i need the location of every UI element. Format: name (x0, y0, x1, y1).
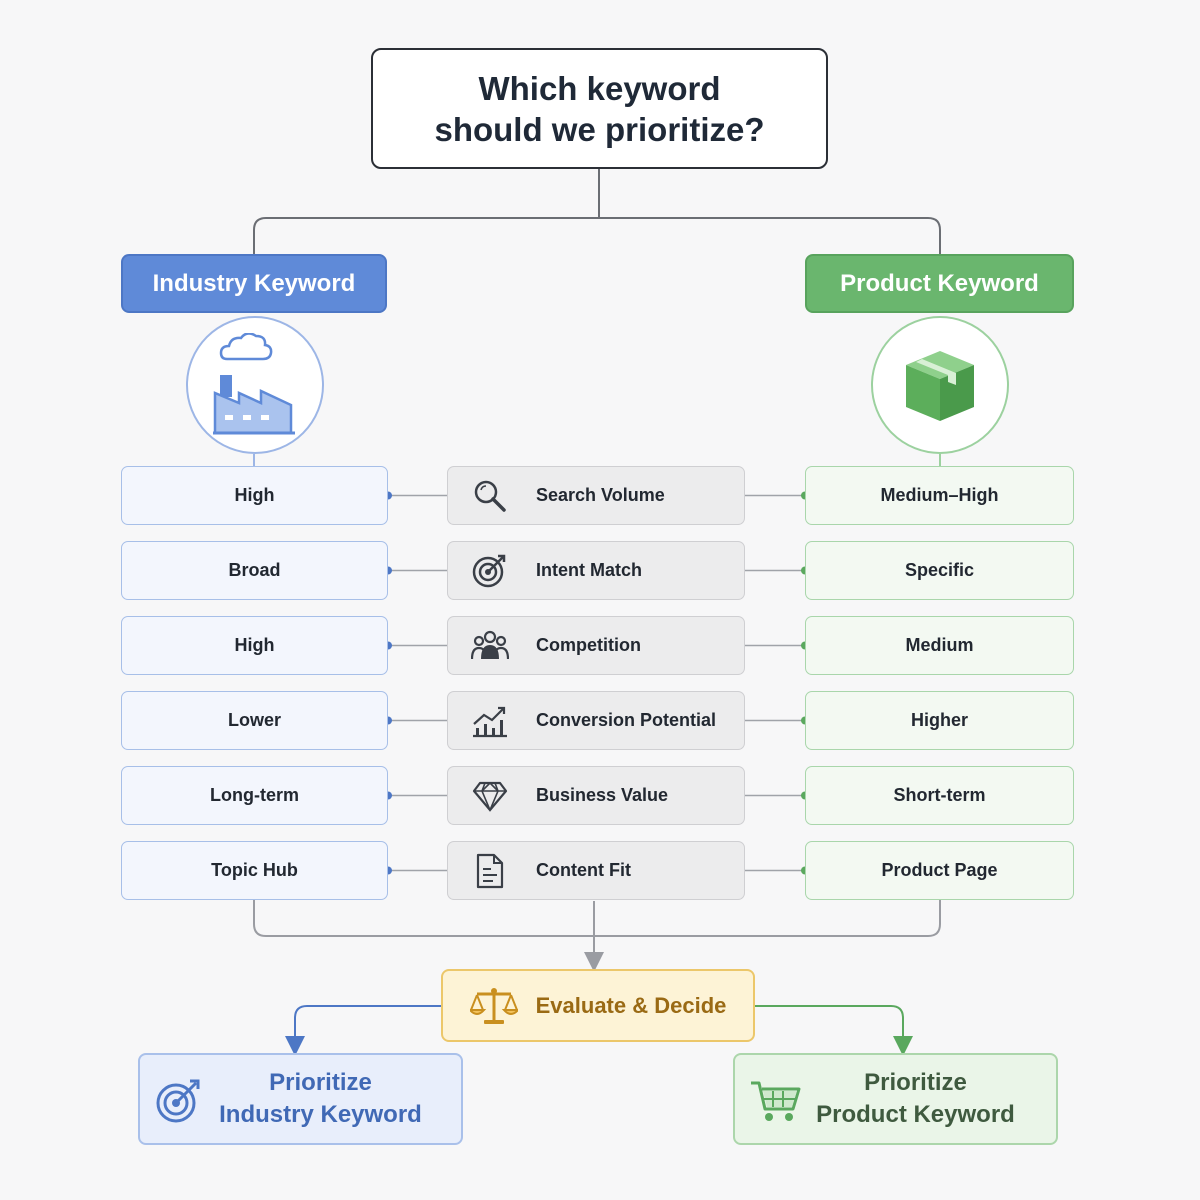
industry-value-cell: Long-term (121, 766, 388, 825)
question-line-1: Which keyword (478, 69, 721, 107)
industry-value-cell: Topic Hub (121, 841, 388, 900)
outcome-right-line-2: Product Keyword (816, 1101, 1015, 1128)
document-icon (470, 851, 510, 891)
industry-keyword-header: Industry Keyword (121, 254, 387, 313)
criterion-label: Competition (536, 635, 641, 655)
evaluate-decide-box: Evaluate & Decide (441, 969, 755, 1042)
criterion-label: Conversion Potential (536, 710, 717, 730)
scales-icon (469, 986, 518, 1026)
criterion-cell: Search Volume (447, 466, 745, 525)
outcome-right-line-1: Prioritize (864, 1069, 967, 1096)
criterion-label: Search Volume (536, 485, 665, 505)
industry-value-cell: High (121, 466, 388, 525)
trend-chart-icon (470, 701, 510, 741)
criterion-cell: Conversion Potential (447, 691, 745, 750)
industry-value-cell: Broad (121, 541, 388, 600)
factory-icon (213, 333, 295, 435)
criterion-cell: Content Fit (447, 841, 745, 900)
question-line-2: should we prioritize? (434, 110, 765, 148)
product-keyword-header: Product Keyword (805, 254, 1074, 313)
product-emblem (871, 316, 1009, 454)
prioritize-product-outcome: Prioritize Product Keyword (733, 1053, 1058, 1145)
product-value-cell: Higher (805, 691, 1074, 750)
product-value-cell: Product Page (805, 841, 1074, 900)
box-icon (906, 351, 974, 421)
criterion-label: Content Fit (536, 860, 631, 880)
people-icon (470, 626, 510, 666)
magnifier-icon (470, 476, 510, 516)
industry-value-cell: Lower (121, 691, 388, 750)
product-value-cell: Specific (805, 541, 1074, 600)
target-icon (154, 1077, 202, 1134)
product-value-cell: Short-term (805, 766, 1074, 825)
criterion-cell: Intent Match (447, 541, 745, 600)
target-icon (470, 551, 510, 591)
outcome-left-line-2: Industry Keyword (219, 1101, 422, 1128)
industry-emblem (186, 316, 324, 454)
decide-label: Evaluate & Decide (535, 992, 727, 1018)
industry-value-cell: High (121, 616, 388, 675)
product-value-cell: Medium (805, 616, 1074, 675)
criterion-cell: Business Value (447, 766, 745, 825)
cart-icon (749, 1077, 801, 1134)
prioritize-industry-outcome: Prioritize Industry Keyword (138, 1053, 463, 1145)
outcome-left-line-1: Prioritize (269, 1069, 372, 1096)
criterion-cell: Competition (447, 616, 745, 675)
question-box: Which keyword should we prioritize? (371, 48, 828, 169)
criterion-label: Intent Match (536, 560, 642, 580)
product-value-cell: Medium–High (805, 466, 1074, 525)
criterion-label: Business Value (536, 785, 669, 805)
diamond-icon (470, 776, 510, 816)
